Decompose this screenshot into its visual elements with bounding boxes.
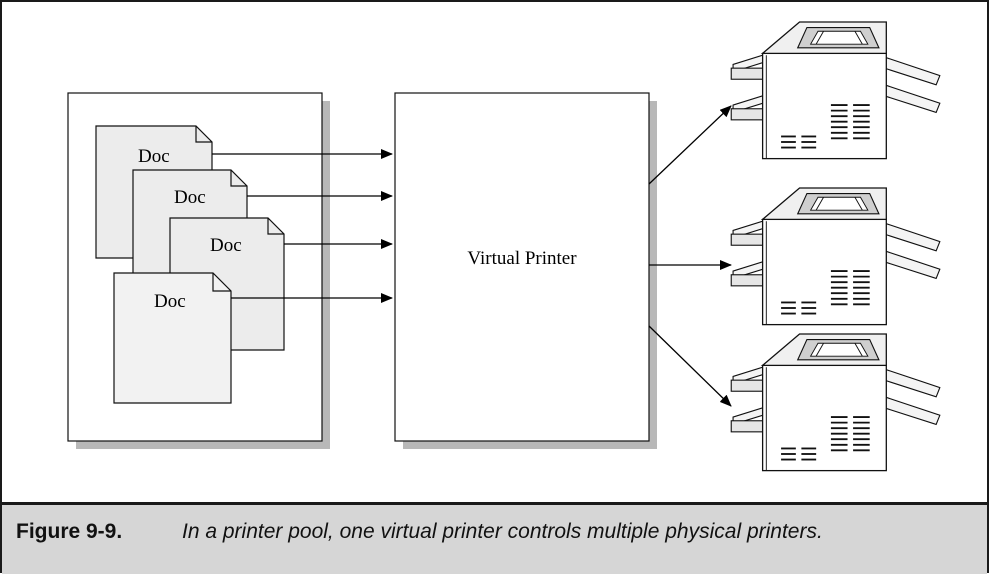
printer-pool-diagram: Doc Doc Doc Doc Virtual Printer xyxy=(67,21,941,472)
figure-caption: In a printer pool, one virtual printer c… xyxy=(182,520,823,543)
virtual-printer-label: Virtual Printer xyxy=(467,248,577,269)
arrow-printer-1 xyxy=(648,105,732,185)
document-2-label: Doc xyxy=(174,187,206,208)
document-3-label: Doc xyxy=(210,235,242,256)
arrow-printer-3 xyxy=(648,325,732,407)
document-1-label: Doc xyxy=(138,146,170,167)
printer-icon xyxy=(730,187,941,326)
document-4-label: Doc xyxy=(154,291,186,312)
printer-icon xyxy=(730,333,941,472)
caption-bar: Figure 9-9. In a printer pool, one virtu… xyxy=(2,502,987,574)
printer-icon xyxy=(730,21,941,160)
virtual-printer-box xyxy=(394,92,650,442)
figure-number: Figure 9-9. xyxy=(16,520,123,543)
document-4: Doc xyxy=(113,272,232,404)
